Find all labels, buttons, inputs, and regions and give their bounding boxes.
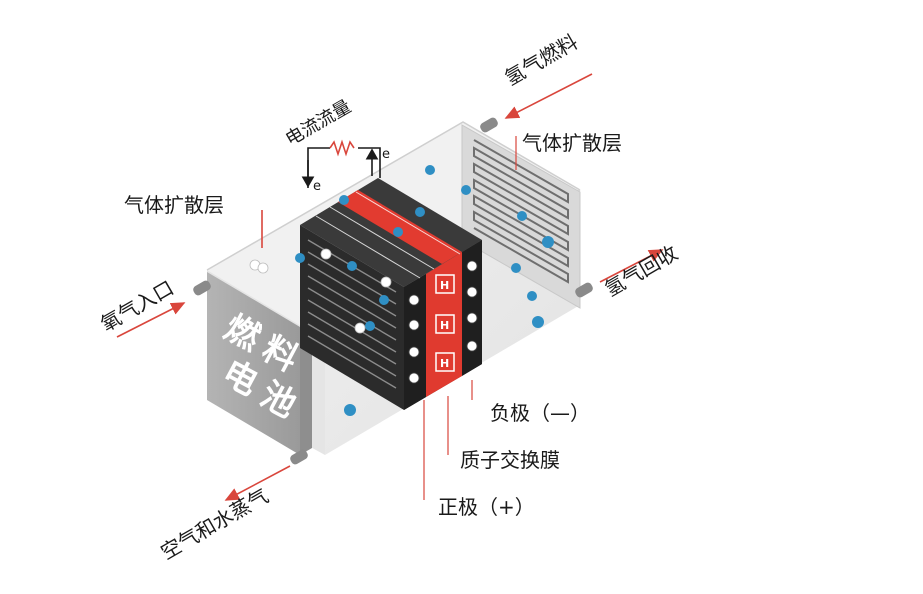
- electron-icon: [408, 319, 420, 331]
- electron-icon: [408, 372, 420, 384]
- label-negative-electrode: 负极（—）: [490, 401, 590, 425]
- proton-icon: H: [435, 274, 455, 294]
- label-hydrogen-recovery: 氢气回收: [601, 241, 682, 302]
- electron-icon: [466, 312, 478, 324]
- flow-arrows: [116, 73, 664, 501]
- circuit: [301, 139, 381, 188]
- svg-text:H: H: [440, 319, 449, 332]
- label-air-and-steam: 空气和水蒸气: [157, 484, 273, 565]
- label-hydrogen-fuel: 氢气燃料: [501, 30, 582, 91]
- electron-icon: [408, 346, 420, 358]
- electron-particles: [408, 260, 478, 384]
- label-gdl-left: 气体扩散层: [124, 193, 224, 217]
- label-gdl-right: 气体扩散层: [522, 131, 622, 155]
- label-positive-electrode: 正极（+）: [438, 495, 535, 519]
- label-proton-exchange-membrane: 质子交换膜: [460, 448, 560, 472]
- proton-icon: H: [435, 314, 455, 334]
- leader-lines: [423, 136, 517, 500]
- fuel-cell-panel: 燃 料 电 池: [207, 272, 312, 455]
- electron-icon: [466, 260, 478, 272]
- electron-label-right: e: [382, 147, 390, 162]
- oxygen-particles: [249, 248, 392, 334]
- electron-icon: [408, 294, 420, 306]
- resistor-icon: [329, 139, 355, 157]
- electron-icon: [466, 286, 478, 298]
- pipes: [193, 117, 593, 465]
- electron-label-left: e: [313, 179, 321, 194]
- proton-icon: H: [435, 352, 455, 372]
- hydrogen-particles: [295, 165, 554, 416]
- svg-text:H: H: [440, 357, 449, 370]
- label-current-flow: 电流流量: [282, 96, 355, 150]
- proton-boxes: H H H: [435, 274, 455, 372]
- electron-icon: [466, 340, 478, 352]
- svg-text:H: H: [440, 279, 449, 292]
